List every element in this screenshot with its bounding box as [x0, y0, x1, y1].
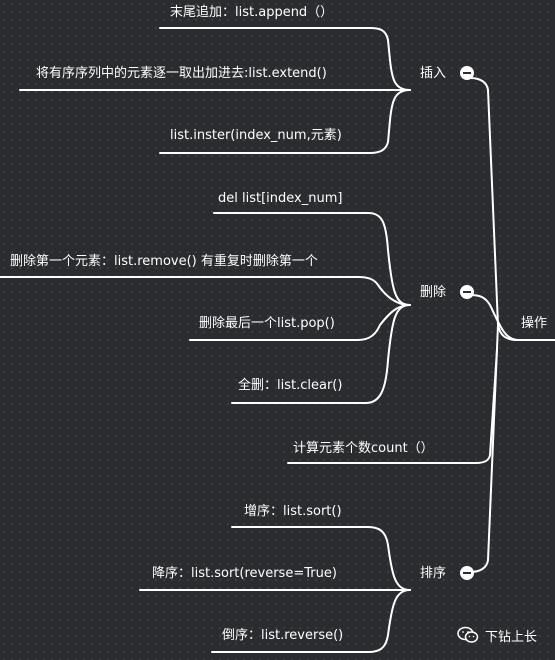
trunk-lower [469, 324, 499, 573]
connector-sort-to-leaf-1 [231, 526, 411, 591]
root-node[interactable]: 操作 [521, 316, 548, 331]
leaf-insert-insert[interactable]: list.inster(index_num,元素) [170, 128, 342, 143]
connector-delete-to-leaf-1 [213, 212, 411, 306]
branch-sort[interactable]: 排序 [420, 566, 447, 581]
watermark-text: 下钻上长 [485, 629, 538, 645]
connector-sort-to-leaf-3 [211, 589, 411, 653]
branch-count[interactable]: 计算元素个数count（） [293, 441, 434, 456]
connector-delete-to-leaf-2 [0, 276, 411, 306]
root-connector [469, 77, 555, 341]
collapse-delete-icon[interactable] [460, 285, 474, 299]
branch-insert[interactable]: 插入 [420, 66, 447, 81]
leaf-delete-clear[interactable]: 全删：list.clear() [238, 378, 343, 393]
leaf-delete-pop[interactable]: 删除最后一个list.pop() [199, 316, 335, 331]
leaf-sort-reverse[interactable]: 倒序：list.reverse() [222, 628, 344, 643]
leaf-sort-desc[interactable]: 降序：list.sort(reverse=True) [152, 566, 337, 581]
leaf-insert-extend[interactable]: 将有序序列中的元素逐一取出加进去:list.extend() [36, 66, 327, 81]
leaf-sort-asc[interactable]: 增序：list.sort() [244, 504, 342, 519]
leaf-delete-remove[interactable]: 删除第一个元素：list.remove() 有重复时删除第一个 [10, 254, 318, 269]
collapse-sort-icon[interactable] [460, 566, 474, 580]
watermark: 下钻上长 [457, 624, 537, 646]
connector-insert-to-leaf-3 [159, 89, 411, 154]
connector-delete-to-leaf-3 [189, 304, 411, 341]
trunk-to-delete [469, 294, 519, 341]
leaf-delete-del[interactable]: del list[index_num] [218, 191, 343, 206]
leaf-insert-append[interactable]: 末尾追加：list.append（） [170, 5, 334, 20]
branch-delete[interactable]: 删除 [420, 285, 447, 300]
wechat-icon [457, 626, 479, 643]
collapse-insert-icon[interactable] [460, 66, 474, 80]
connector-insert-to-leaf-1 [159, 27, 411, 91]
connector-delete-to-leaf-4 [231, 304, 411, 404]
trunk-to-count [287, 349, 498, 464]
